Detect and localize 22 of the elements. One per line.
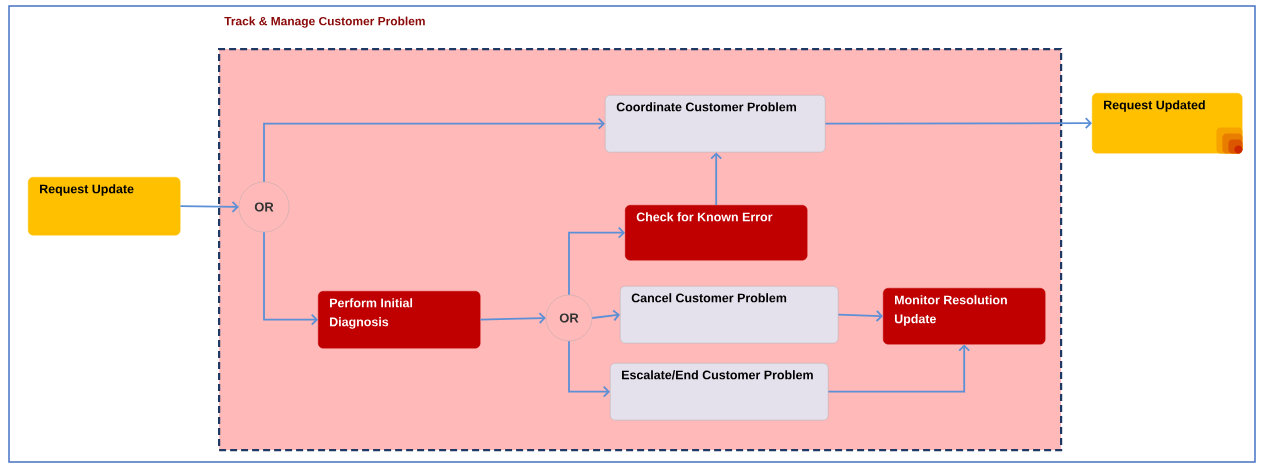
process-box: Check for Known Error [625, 205, 808, 261]
arrow [263, 231, 318, 326]
arrow [568, 226, 625, 296]
arrow [824, 117, 1092, 130]
arrow [591, 309, 620, 322]
or-gateway: OR [545, 294, 593, 342]
process-box: Cancel Customer Problem [620, 286, 839, 344]
process-box: Escalate/End Customer Problem [610, 363, 829, 421]
arrow [837, 310, 883, 322]
process-box: Coordinate Customer Problem [605, 95, 826, 153]
arrow [263, 117, 605, 183]
process-box: Monitor Resolution Update [883, 288, 1046, 345]
arrow [479, 312, 546, 325]
node-label: Track & Manage Customer Problem [224, 16, 425, 28]
arrow [568, 340, 610, 398]
arrow [827, 344, 971, 393]
or-gateway: OR [238, 181, 290, 233]
input-box: Request Update [28, 177, 181, 236]
output-box: Request Updated [1092, 93, 1243, 154]
process-box: Perform Initial Diagnosis [318, 291, 481, 349]
arrow [710, 152, 723, 206]
arrow [179, 201, 239, 213]
